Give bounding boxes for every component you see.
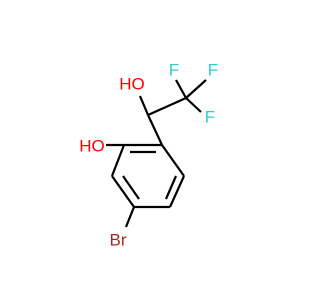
bond-cf3-to-f-top-left — [175, 79, 187, 99]
ring-bond-c2-c3 — [110, 144, 126, 177]
bond-cf3-to-f-top-right — [185, 79, 207, 99]
bond-cf3-to-f-right — [185, 97, 202, 113]
ring-bond-c6-c1 — [161, 144, 185, 177]
bond-ring-to-bromine — [124, 206, 136, 228]
fluorine-top-left-label: F — [169, 61, 179, 80]
bromine-label: Br — [110, 231, 127, 250]
bond-carbinol-to-cf3 — [147, 96, 187, 117]
bond-carbinol-to-oh — [138, 95, 150, 116]
background — [0, 0, 300, 300]
benzene-ring — [110, 143, 186, 209]
fluorine-top-right-label: F — [208, 61, 218, 80]
bond-ring-to-carbinol — [147, 114, 163, 146]
fluorine-right-label: F — [205, 108, 215, 127]
ring-bond-c3-c4 — [111, 175, 135, 208]
inner-double-bond-left — [122, 175, 140, 200]
molecule-structure: HO F F F HO Br — [0, 0, 300, 300]
phenol-oh-label: HO — [79, 137, 105, 156]
ring-bond-c5-c6 — [168, 175, 186, 208]
alcohol-oh-label: HO — [119, 75, 145, 94]
inner-double-bond-bottom-right — [164, 175, 178, 200]
